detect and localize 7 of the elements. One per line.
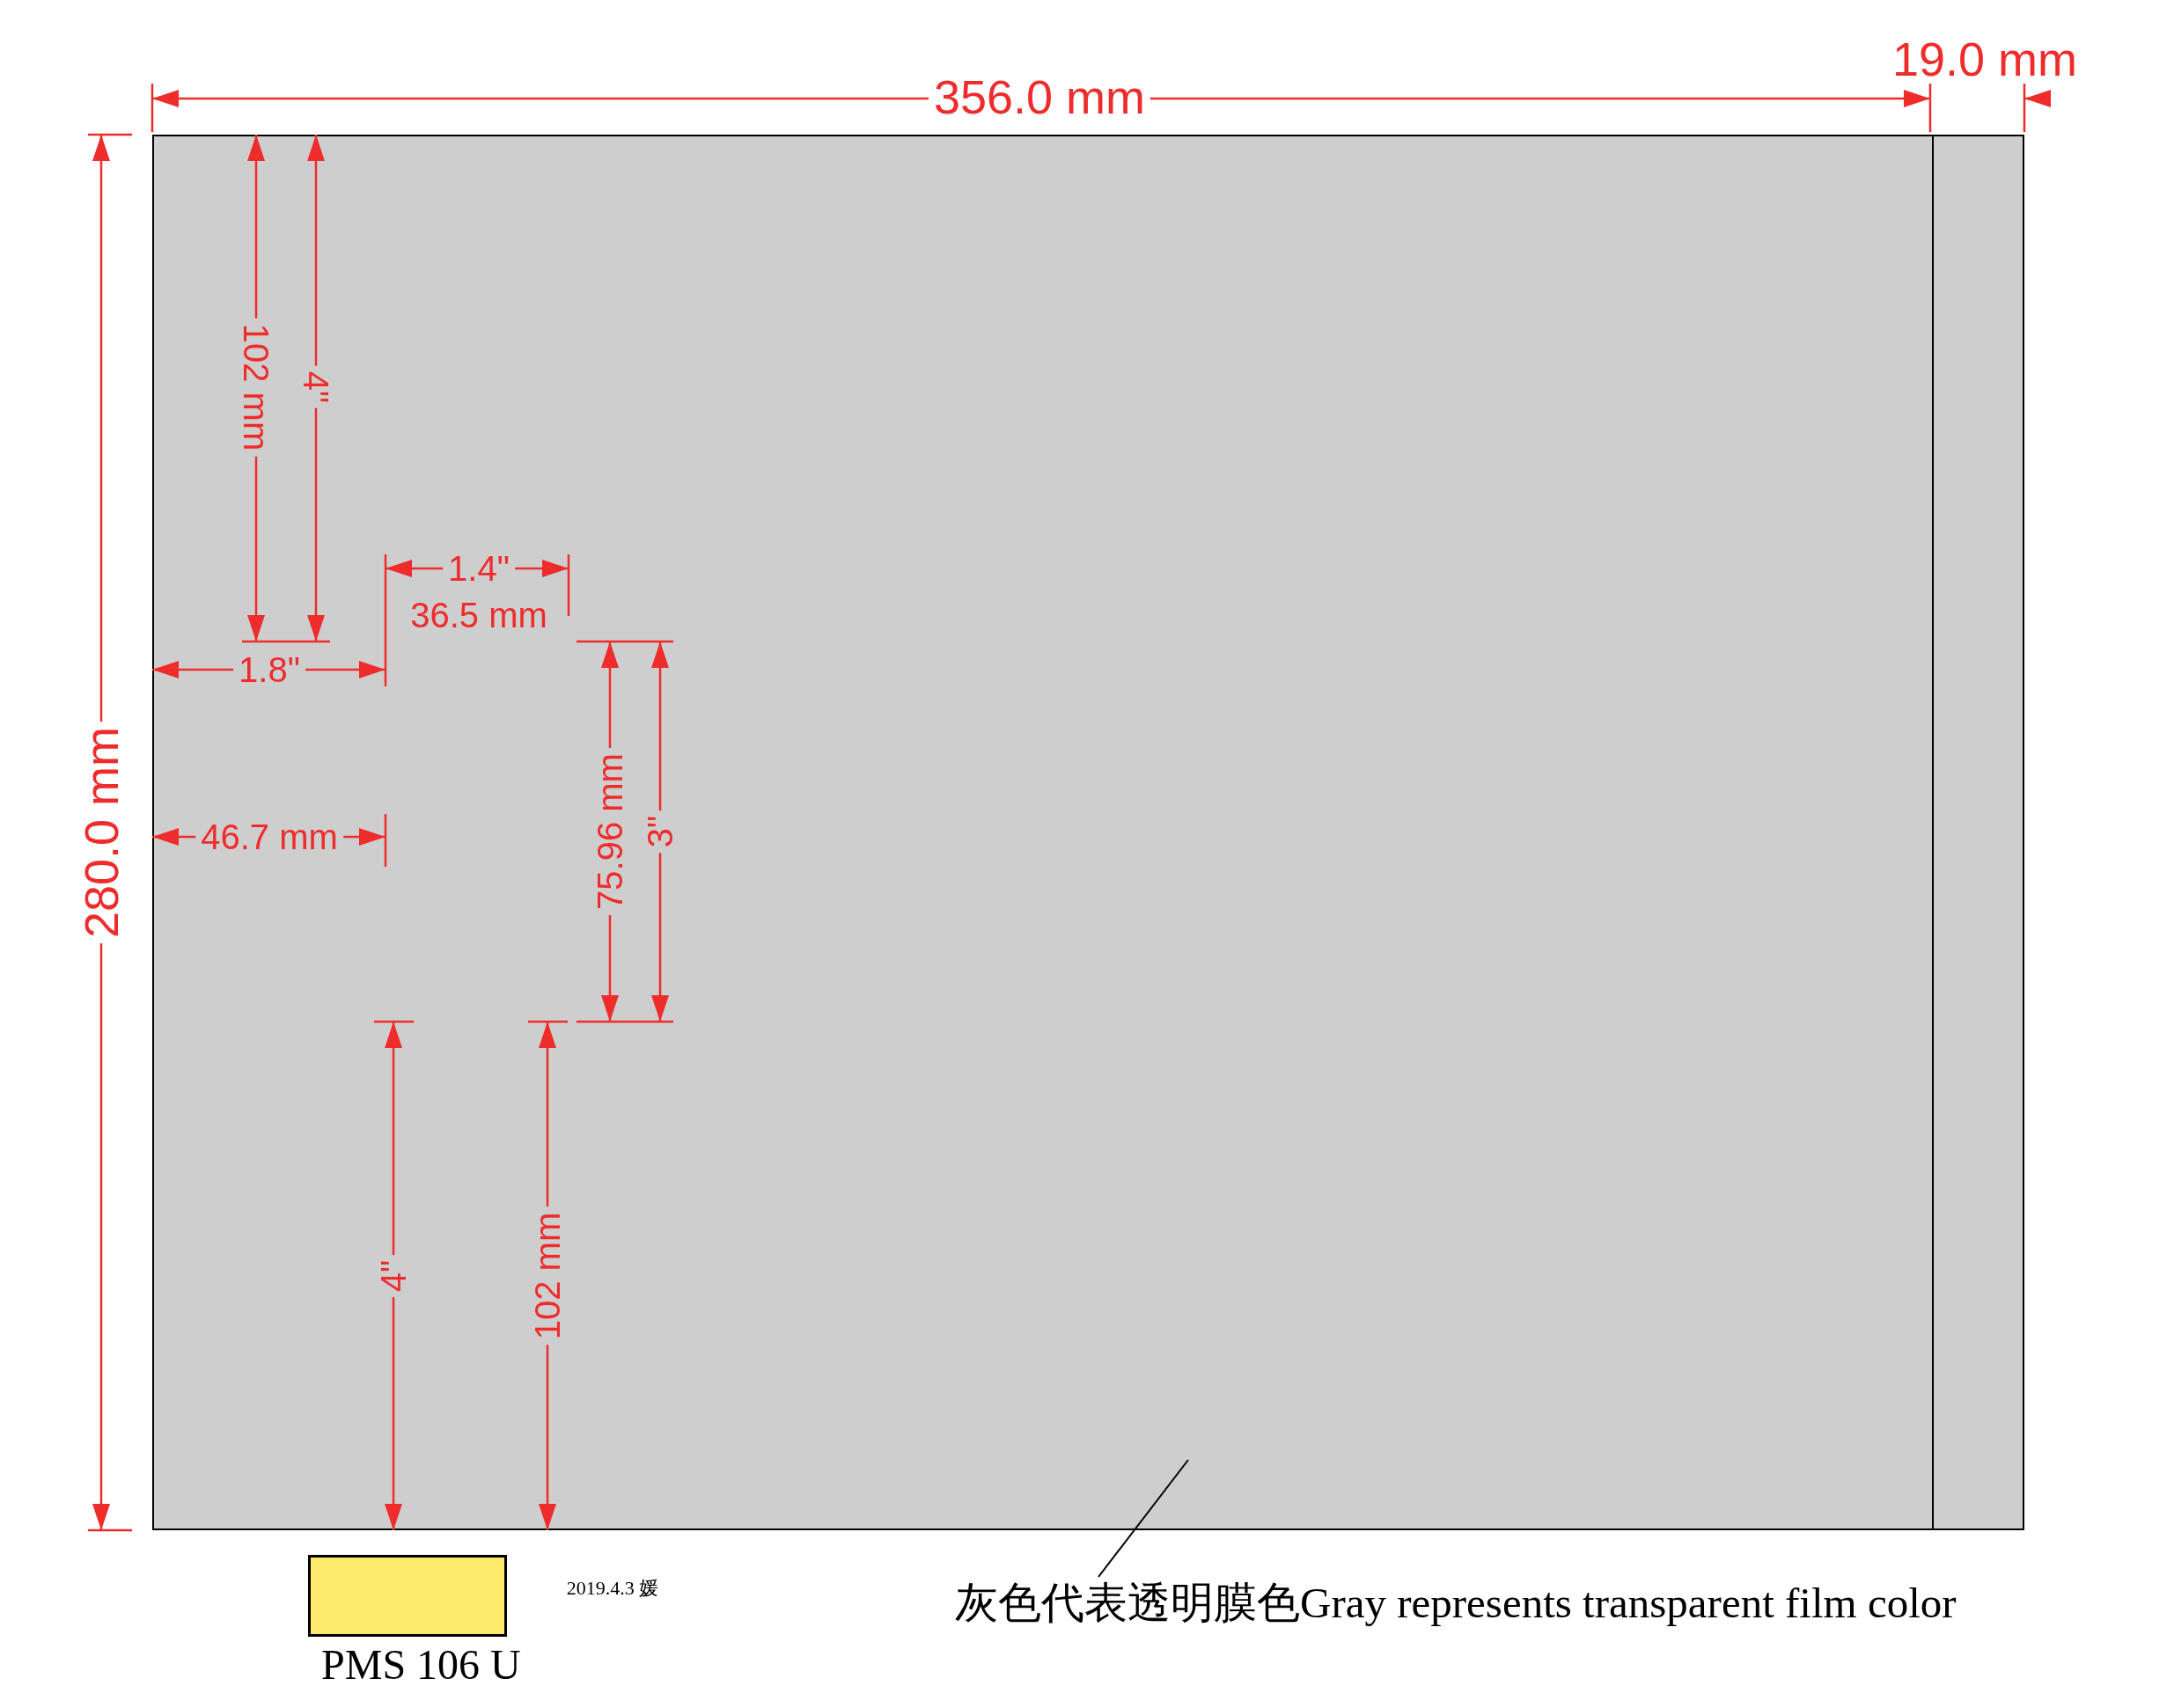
film-panel: [152, 135, 2024, 1530]
date-note: 2019.4.3 媛: [566, 1579, 659, 1598]
dimension-label: 36.5 mm: [409, 597, 548, 633]
legend-label: PMS 106 U: [321, 1644, 521, 1686]
leader-line: [1098, 1459, 1189, 1578]
dimension-label: 19.0 mm: [1891, 35, 2079, 83]
note-text: 灰色代表透明膜色Gray represents transparent film color: [955, 1575, 1957, 1631]
